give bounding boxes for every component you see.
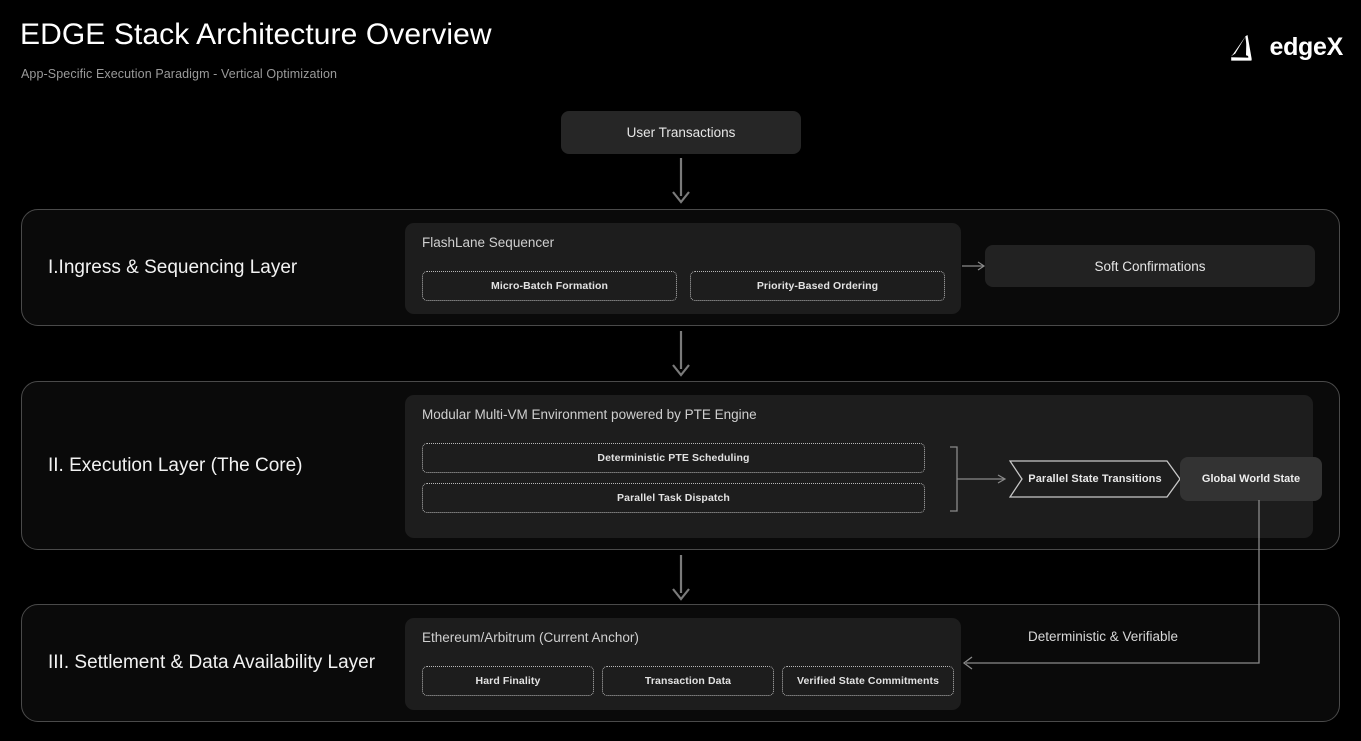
node-soft-confirmations-label: Soft Confirmations	[1094, 258, 1206, 274]
node-user-transactions[interactable]: User Transactions	[561, 111, 801, 154]
layer-ingress-sequencing: I.Ingress & Sequencing Layer FlashLane S…	[21, 209, 1340, 326]
brand-name: edgeX	[1269, 33, 1343, 61]
connector-bracket-to-chevron	[948, 445, 1012, 513]
triangle-logo-icon	[1231, 34, 1253, 61]
feedback-label: Deterministic & Verifiable	[1028, 629, 1179, 644]
component-parallel-task-dispatch[interactable]: Parallel Task Dispatch	[422, 483, 925, 513]
component-label: Deterministic PTE Scheduling	[597, 452, 750, 464]
panel-title-flashlane: FlashLane Sequencer	[422, 235, 555, 250]
component-priority-based-ordering[interactable]: Priority-Based Ordering	[690, 271, 945, 301]
connector-arrow-layer1-to-layer2	[666, 331, 696, 379]
layer-title-execution: II. Execution Layer (The Core)	[48, 454, 303, 476]
node-user-transactions-label: User Transactions	[626, 125, 736, 140]
chevron-shape-icon	[1009, 460, 1181, 498]
connector-feedback-global-state-to-settlement	[955, 500, 1275, 675]
brand-logo: edgeX	[1230, 33, 1343, 62]
node-parallel-state-transitions[interactable]: Parallel State Transitions	[1009, 460, 1181, 498]
panel-title-ethereum-arbitrum: Ethereum/Arbitrum (Current Anchor)	[422, 630, 639, 645]
layer-execution: II. Execution Layer (The Core) Modular M…	[21, 381, 1340, 550]
component-label: Verified State Commitments	[796, 675, 940, 687]
component-verified-state-commitments[interactable]: Verified State Commitments	[782, 666, 954, 696]
panel-flashlane-sequencer: FlashLane Sequencer Micro-Batch Formatio…	[405, 223, 961, 314]
component-hard-finality[interactable]: Hard Finality	[422, 666, 594, 696]
component-label: Hard Finality	[475, 675, 541, 687]
component-label: Micro-Batch Formation	[490, 280, 609, 292]
node-global-world-state-label: Global World State	[1201, 473, 1301, 485]
component-micro-batch-formation[interactable]: Micro-Batch Formation	[422, 271, 677, 301]
layer-settlement-data-availability: III. Settlement & Data Availability Laye…	[21, 604, 1340, 722]
component-label: Parallel Task Dispatch	[617, 492, 730, 504]
layer-title-ingress: I.Ingress & Sequencing Layer	[48, 256, 298, 278]
panel-title-multi-vm: Modular Multi-VM Environment powered by …	[422, 407, 757, 422]
component-label: Priority-Based Ordering	[756, 280, 879, 292]
panel-ethereum-arbitrum: Ethereum/Arbitrum (Current Anchor) Hard …	[405, 618, 961, 710]
connector-arrow-to-soft-confirmations	[962, 259, 988, 273]
component-transaction-data[interactable]: Transaction Data	[602, 666, 774, 696]
node-parallel-state-transitions-label: Parallel State Transitions	[1028, 473, 1162, 485]
page-title: EDGE Stack Architecture Overview	[20, 18, 492, 51]
connector-arrow-entry-to-layer1	[666, 158, 696, 206]
component-deterministic-pte-scheduling[interactable]: Deterministic PTE Scheduling	[422, 443, 925, 473]
panel-multi-vm-environment: Modular Multi-VM Environment powered by …	[405, 395, 1322, 538]
component-label: Transaction Data	[644, 675, 732, 687]
page-subtitle: App-Specific Execution Paradigm - Vertic…	[21, 67, 338, 81]
layer-title-settlement: III. Settlement & Data Availability Laye…	[48, 652, 376, 673]
connector-arrow-layer2-to-layer3	[666, 555, 696, 603]
node-soft-confirmations[interactable]: Soft Confirmations	[985, 245, 1315, 287]
node-global-world-state[interactable]: Global World State	[1180, 457, 1322, 501]
